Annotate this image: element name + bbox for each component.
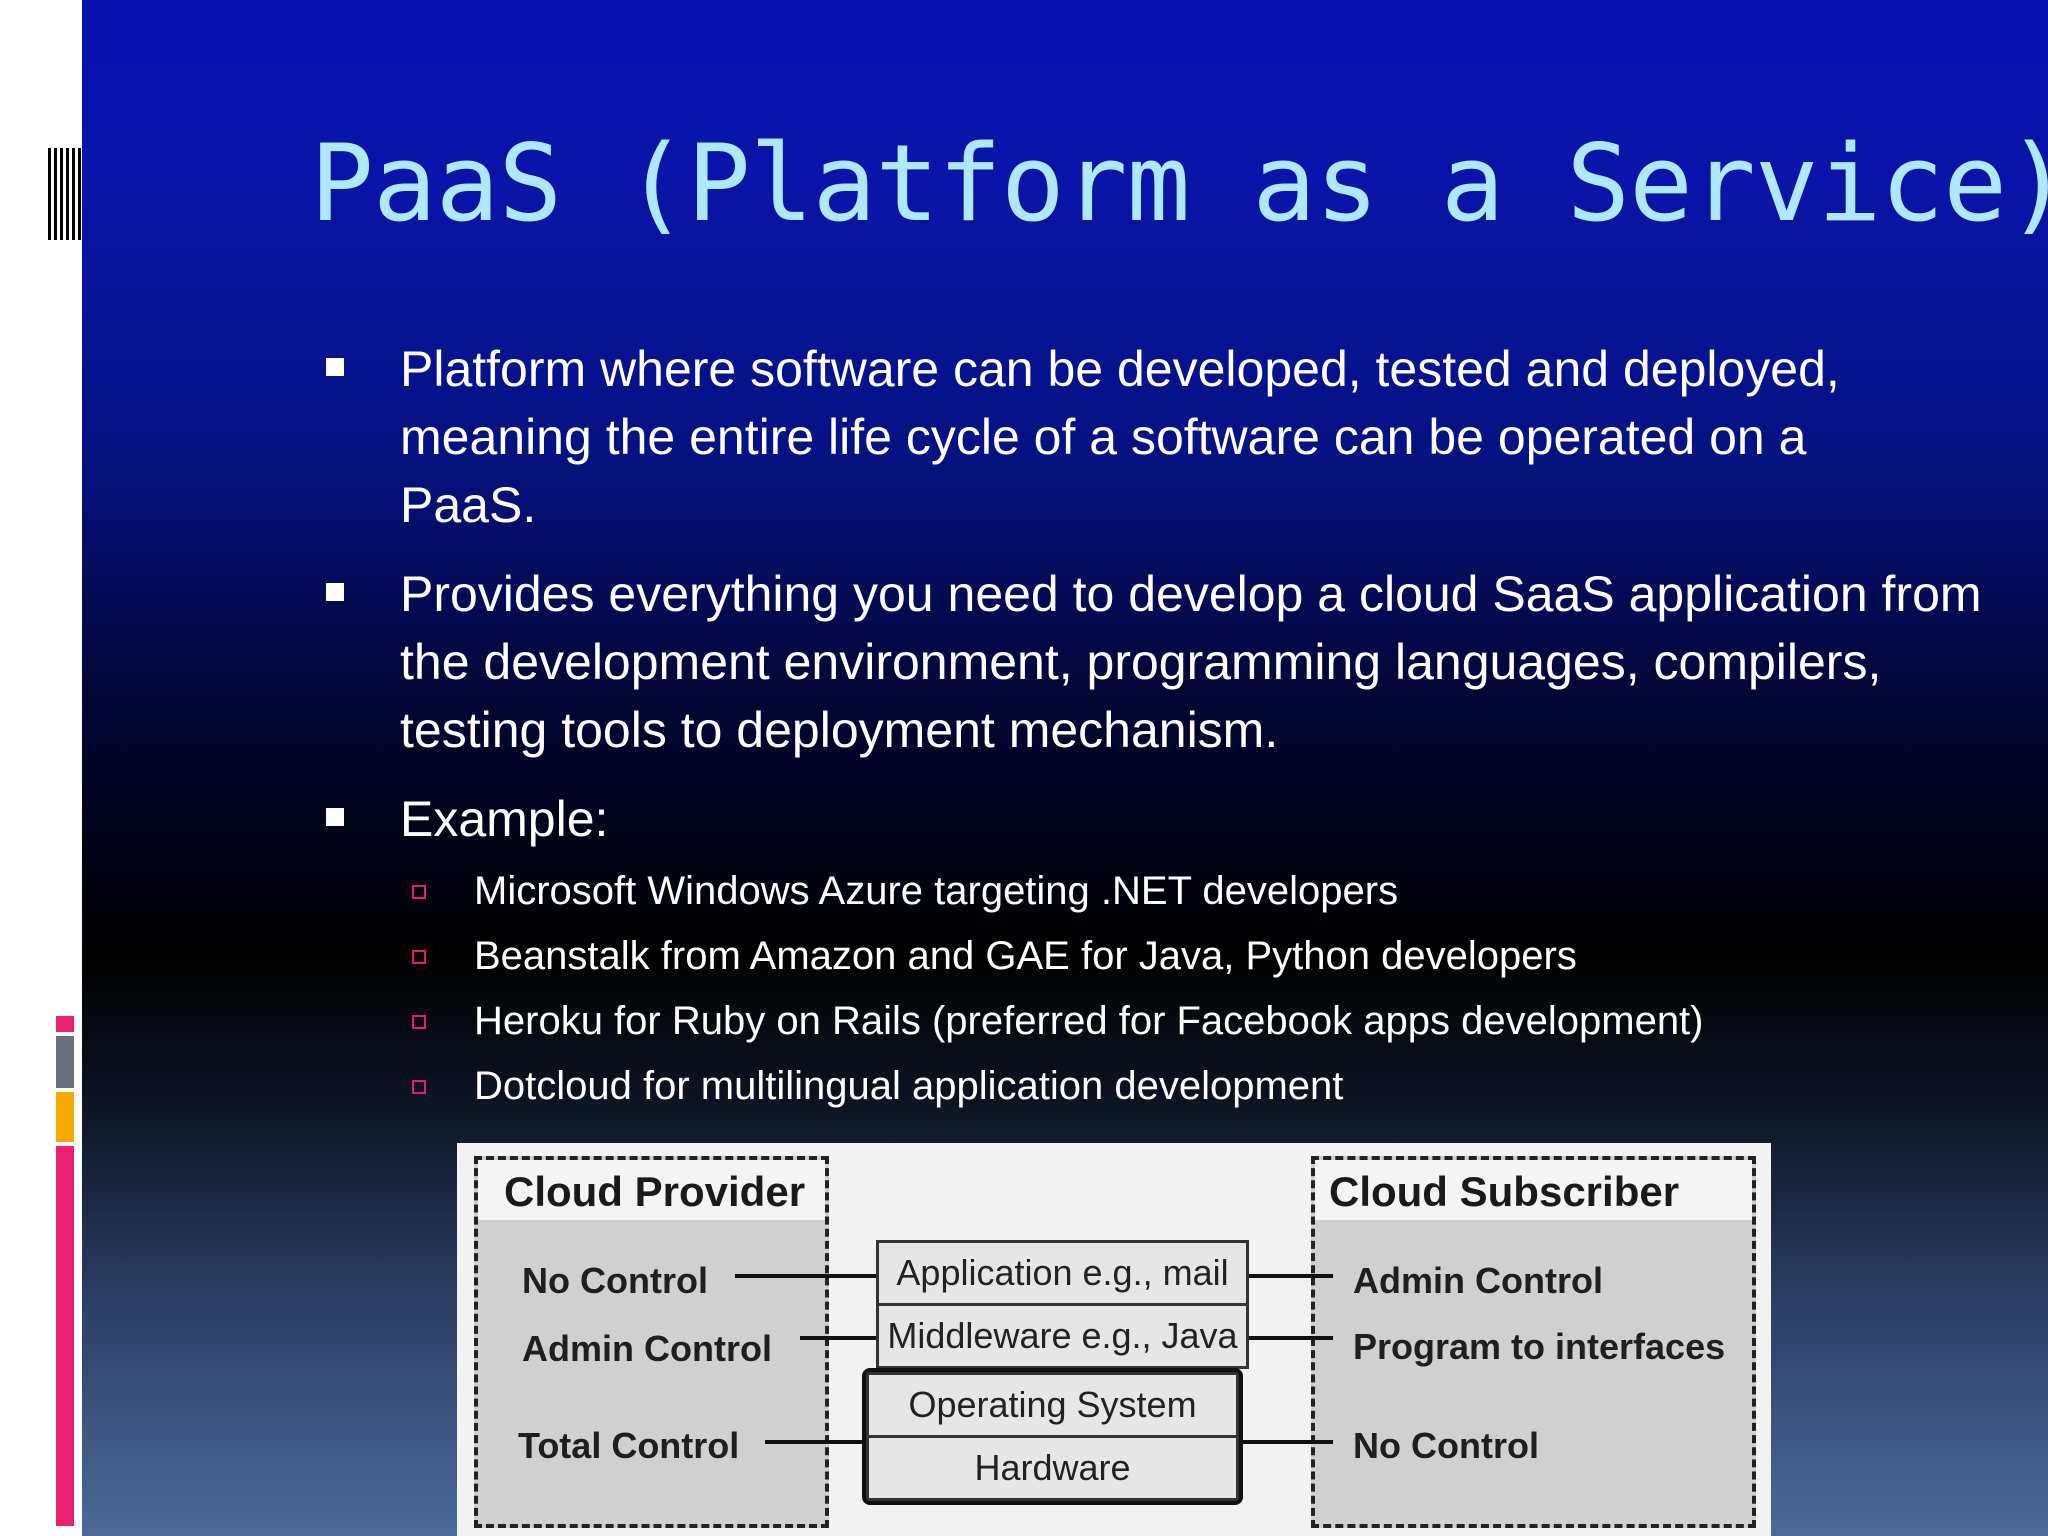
cloud-subscriber-panel: Cloud Subscriber Admin Control Program t… xyxy=(1311,1156,1756,1528)
accent-bar-gray xyxy=(56,1036,74,1088)
provider-label: Admin Control xyxy=(522,1328,772,1369)
subscriber-label: Program to interfaces xyxy=(1353,1326,1726,1367)
connector-line xyxy=(1249,1336,1333,1340)
stack-layer: Application e.g., mail xyxy=(876,1240,1249,1306)
bullet-marker xyxy=(326,808,344,826)
accent-bar-pink-long xyxy=(56,1146,74,1526)
bullet-marker xyxy=(326,358,344,376)
sub-bullet-text: Microsoft Windows Azure targeting .NET d… xyxy=(474,869,1399,913)
bullet-text: Provides everything you need to develop … xyxy=(400,566,1982,758)
sub-bullet-marker xyxy=(412,950,426,964)
provider-label: Total Control xyxy=(518,1425,740,1466)
bullet-text: Platform where software can be developed… xyxy=(400,341,1840,533)
bullet-text: Example: xyxy=(400,791,609,847)
bullet-marker xyxy=(326,583,344,601)
connector-line xyxy=(735,1274,876,1278)
sub-bullet-marker xyxy=(412,885,426,899)
sub-bullet-text: Beanstalk from Amazon and GAE for Java, … xyxy=(474,934,1577,978)
stack-layer: Hardware xyxy=(866,1435,1239,1501)
sub-bullet-marker xyxy=(412,1080,426,1094)
connector-line xyxy=(1249,1274,1333,1278)
sub-bullet-text: Heroku for Ruby on Rails (preferred for … xyxy=(474,999,1704,1043)
cloud-provider-panel: Cloud Provider No Control Admin Control … xyxy=(474,1156,829,1528)
connector-line xyxy=(765,1440,862,1444)
slide-background: PaaS (Platform as a Service) Platform wh… xyxy=(82,0,2048,1536)
accent-bar-pink xyxy=(56,1016,74,1032)
connector-line xyxy=(1243,1440,1333,1444)
stack-layer: Operating System xyxy=(866,1372,1239,1438)
slide-title: PaaS (Platform as a Service) xyxy=(310,122,2048,245)
accent-bar-orange xyxy=(56,1092,74,1142)
cloud-provider-title: Cloud Provider xyxy=(504,1168,806,1215)
provider-label: No Control xyxy=(522,1260,708,1301)
os-hardware-bracket xyxy=(862,1368,1243,1505)
subscriber-label: Admin Control xyxy=(1353,1260,1603,1301)
stack-layer: Middleware e.g., Java xyxy=(876,1303,1249,1369)
sub-bullet-marker xyxy=(412,1015,426,1029)
stripe-shadow xyxy=(48,148,82,240)
subscriber-label: No Control xyxy=(1353,1425,1539,1466)
cloud-subscriber-title: Cloud Subscriber xyxy=(1329,1168,1680,1215)
connector-line xyxy=(800,1336,876,1340)
sub-bullet-text: Dotcloud for multilingual application de… xyxy=(474,1064,1344,1108)
paas-control-diagram: Cloud Provider No Control Admin Control … xyxy=(457,1143,1771,1536)
